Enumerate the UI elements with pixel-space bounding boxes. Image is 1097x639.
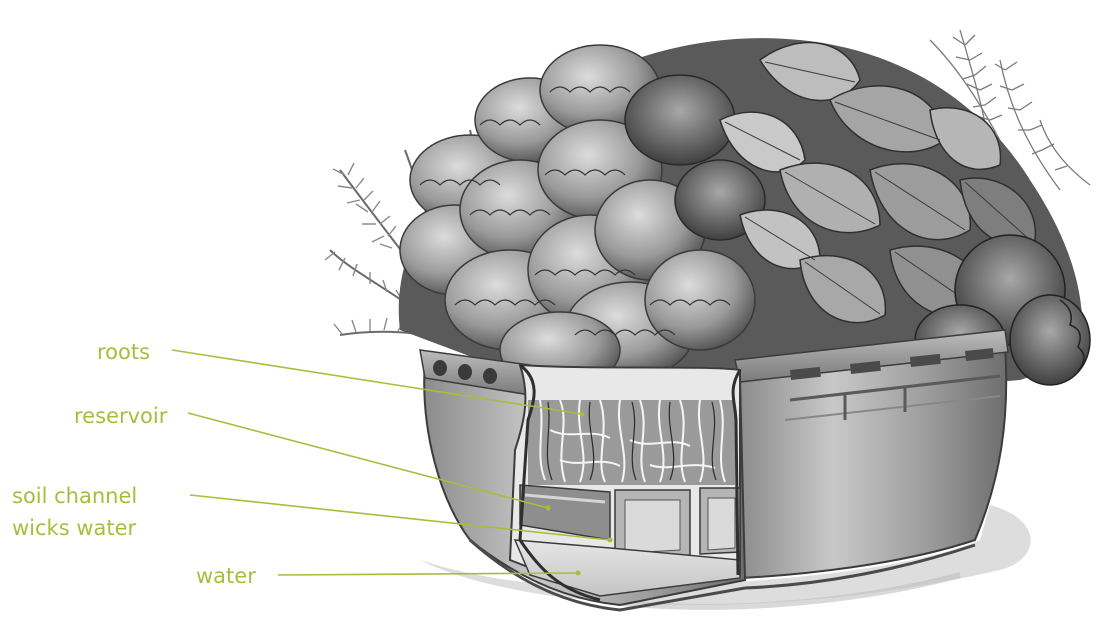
wicks-water-label: wicks water <box>12 514 136 542</box>
roots-leader-dot <box>580 412 585 417</box>
water-label: water <box>196 562 256 590</box>
roots-label: roots <box>97 338 150 366</box>
reservoir-label: reservoir <box>74 402 167 430</box>
reservoir-leader-dot <box>546 506 551 511</box>
soil-channel-label: soil channel <box>12 482 137 510</box>
soil-channel-leader-dot <box>608 538 613 543</box>
soil-channels <box>615 488 740 560</box>
water-leader-dot <box>576 571 581 576</box>
